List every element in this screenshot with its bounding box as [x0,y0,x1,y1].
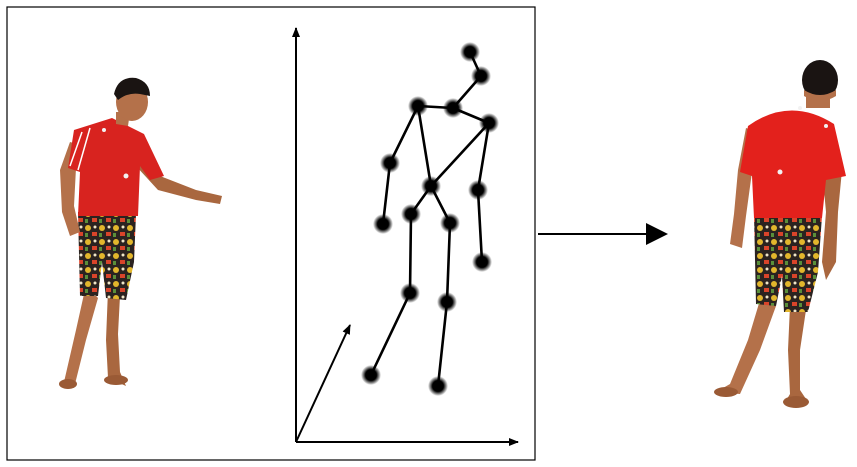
output-person-shorts [754,214,822,312]
output-person-image [714,60,846,408]
input-person-shirt [68,118,164,216]
joint-knee_r [437,292,457,312]
joint-head [460,42,480,62]
bone-hip_r-knee_r [445,221,452,304]
joint-elbow_r [468,180,488,200]
joint-knee_l [400,283,420,303]
input-person-left-leg [64,285,98,388]
joint-shoulder_c [443,98,463,118]
input-person-left-arm [60,142,84,236]
output-person-head [802,60,838,100]
joint-ankle_l [361,365,381,385]
input-person-right-leg [106,290,126,386]
joint-hip_l [401,204,421,224]
input-person-image [59,77,222,389]
joint-pelvis [421,176,441,196]
joint-neck [471,66,491,86]
joint-ankle_r [428,376,448,396]
skeleton-joints [361,42,499,396]
joint-elbow_l [380,153,400,173]
z-axis-arrow [295,324,351,443]
joint-hip_r [440,213,460,233]
bone-elbow_r-wrist_r [476,188,484,264]
joint-shoulder_r [479,113,499,133]
output-person-shirt [740,110,846,218]
bone-knee_l-ankle_l [369,291,412,377]
bone-shoulder_l-elbow_l [388,104,420,165]
input-person-shorts [78,212,136,300]
bone-shoulder_l-pelvis [416,104,433,188]
output-person-right-leg [784,306,808,404]
bone-elbow_l-wrist_l [381,161,392,226]
bone-shoulder_r-pelvis [429,121,491,188]
joint-shoulder_l [408,96,428,116]
input-person-hair [114,77,150,100]
joint-wrist_r [472,252,492,272]
joint-wrist_l [373,214,393,234]
output-person-left-leg [716,300,776,394]
bone-knee_r-ankle_r [436,300,449,388]
bone-shoulder_r-elbow_r [476,121,491,192]
coordinate-axes [292,27,519,446]
bone-hip_l-knee_l [408,212,413,295]
